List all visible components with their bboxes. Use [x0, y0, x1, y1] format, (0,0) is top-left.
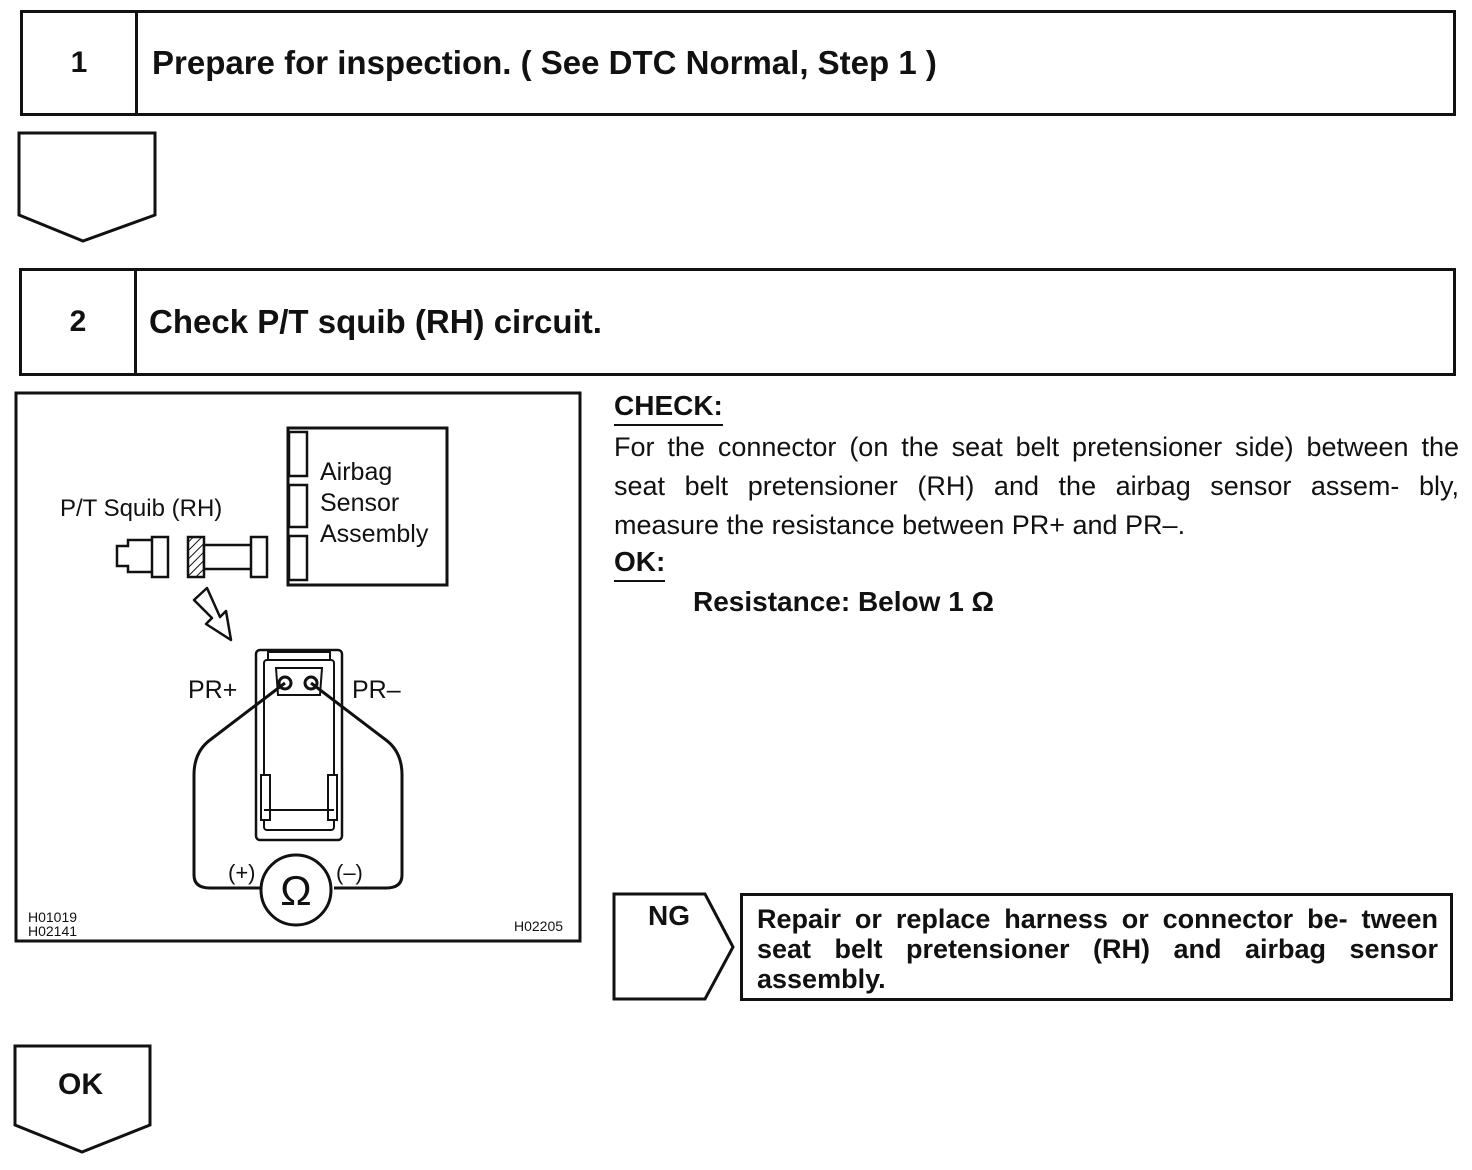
- check-body: For the connector (on the seat belt pret…: [614, 432, 1459, 540]
- sensor-slot-1: [287, 430, 309, 478]
- meter-plus-label: (+): [228, 860, 256, 885]
- connector-side-rib-left: [260, 774, 271, 821]
- connector-body-outer: [254, 648, 344, 842]
- terminal-pr-minus-label: PR–: [352, 676, 401, 704]
- squib-plug-face: [150, 535, 170, 579]
- meter-minus-label: (–): [336, 860, 363, 885]
- connector-body-inner: [263, 659, 335, 831]
- sensor-slot-3: [287, 534, 309, 582]
- ng-right-arrow-icon: [612, 892, 735, 1001]
- meter-lead-plus: [192, 681, 286, 890]
- figure-frame: [14, 391, 582, 943]
- connector-side-rib-right: [327, 774, 338, 821]
- figure-code-left-1: H01019: [28, 909, 77, 925]
- step-2-number: 2: [22, 271, 137, 373]
- check-heading: CHECK:: [614, 390, 723, 426]
- ok-heading: OK:: [614, 546, 666, 582]
- pointer-arrow-icon: [192, 586, 233, 642]
- terminal-pr-plus-label: PR+: [188, 676, 237, 704]
- figure-code-left-2: H02141: [28, 923, 77, 939]
- resistance-spec: Resistance: Below 1 Ω: [693, 586, 994, 617]
- step-1-box: 1 Prepare for inspection. ( See DTC Norm…: [20, 10, 1456, 116]
- squib-plug-icon: [115, 538, 152, 574]
- squib-label: P/T Squib (RH): [60, 495, 222, 522]
- hatched-connector-icon: [186, 535, 206, 579]
- harness-stub: [202, 543, 254, 571]
- connector-latch: [267, 651, 331, 696]
- ohm-symbol: Ω: [280, 867, 311, 914]
- repair-action-box: Repair or replace harness or connector b…: [740, 893, 1453, 1001]
- ng-label: NG: [648, 900, 690, 931]
- sensor-slot-2: [287, 483, 309, 529]
- sensor-label-line-2: Sensor: [320, 489, 399, 517]
- step-2-title: Check P/T squib (RH) circuit.: [149, 303, 602, 340]
- step-1-title: Prepare for inspection. ( See DTC Normal…: [152, 44, 937, 81]
- harness-end-plug: [249, 535, 269, 579]
- sensor-label-line-3: Assembly: [320, 520, 429, 548]
- ohmmeter-icon: [259, 853, 333, 927]
- step-1-number: 1: [23, 13, 138, 113]
- step-2-box: 2 Check P/T squib (RH) circuit.: [19, 268, 1456, 376]
- figure-code-right: H02205: [514, 918, 563, 934]
- ok-down-arrow-icon: [13, 1044, 152, 1154]
- ok-label: OK: [58, 1068, 103, 1101]
- meter-lead-minus: [310, 681, 404, 890]
- sensor-label-line-1: Airbag: [320, 458, 392, 486]
- down-arrow-1-icon: [17, 131, 157, 243]
